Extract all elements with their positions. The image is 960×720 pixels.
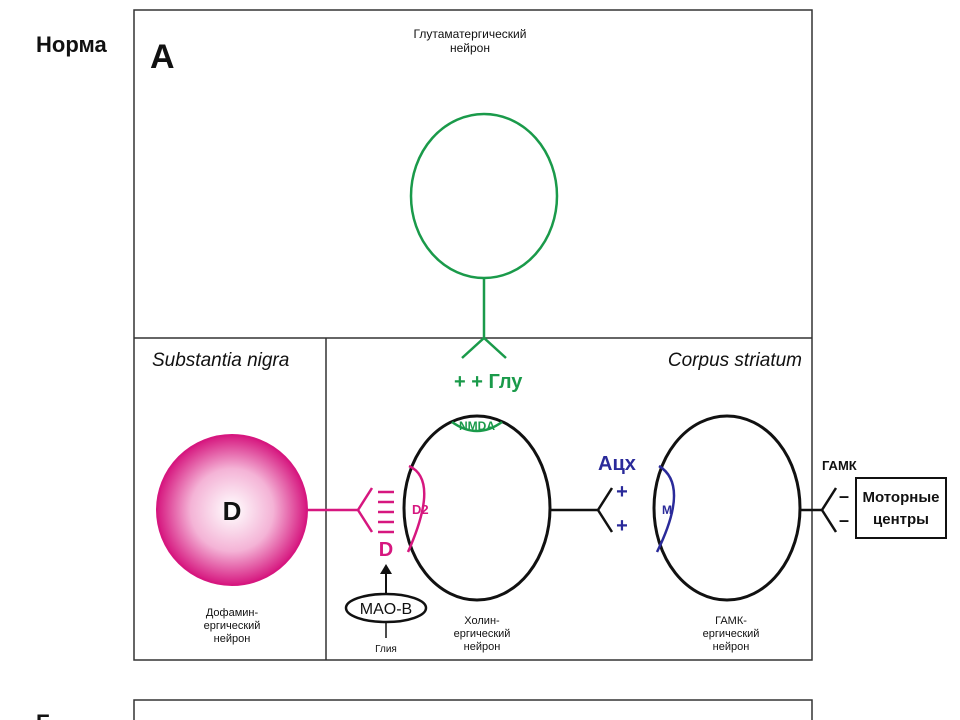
dopamine-neuron-label-2: ергический: [204, 620, 261, 632]
gaba-neuron-label-2: ергический: [703, 628, 760, 640]
ach-label: Ацх: [598, 453, 636, 475]
next-panel-frame: [133, 699, 813, 720]
cholinergic-neuron: [402, 414, 552, 602]
m-receptor-label: М: [662, 503, 672, 517]
dopamine-terminal: [356, 487, 374, 533]
gaba-neuron-label-1: ГАМК-: [715, 615, 747, 627]
gaba-terminal: [820, 487, 838, 533]
d2-receptor: [406, 464, 426, 553]
cholinergic-neuron-label-1: Холин-: [464, 615, 500, 627]
panel-frame: [133, 9, 813, 661]
motor-centers-label-2: центры: [873, 511, 929, 528]
gaba-minus-1: –: [839, 486, 849, 506]
glutamate-neuron: [409, 112, 559, 280]
glutamate-neuron-label-1: Глутаматергический: [414, 27, 527, 41]
glutamate-neuron-label-2: нейрон: [450, 41, 490, 55]
substantia-nigra-label: Substantia nigra: [152, 350, 289, 371]
motor-centers-label-1: Моторные: [863, 489, 940, 506]
panel-letter: А: [150, 38, 175, 76]
norm-label: Норма: [36, 32, 107, 57]
dopamine-neuron-label-1: Дофамин-: [206, 607, 259, 619]
glutamate-signal: + + Глу: [454, 371, 523, 393]
glia-label: Глия: [375, 644, 397, 655]
dopamine-release-label: D: [379, 539, 393, 561]
nmda-receptor: [451, 420, 503, 433]
next-panel-label: Б: [36, 710, 52, 720]
gaba-neuron: [652, 414, 802, 602]
m-receptor: [655, 464, 676, 553]
cholinergic-neuron-label-3: нейрон: [464, 641, 501, 653]
cholinergic-terminal: [596, 487, 614, 533]
nmda-receptor-label: NMDA: [459, 419, 495, 433]
dopamine-neuron-label-3: нейрон: [214, 633, 251, 645]
d2-receptor-label: D2: [412, 502, 429, 517]
ach-plus-1: +: [616, 481, 628, 503]
dopamine-vesicles: [378, 490, 394, 534]
gaba-neuron-label-3: нейрон: [713, 641, 750, 653]
gaba-label: ГАМК: [822, 458, 857, 473]
corpus-striatum-label: Corpus striatum: [668, 350, 802, 371]
dopamine-letter: D: [223, 496, 242, 526]
cholinergic-neuron-label-2: ергический: [454, 628, 511, 640]
glutamate-terminal: [461, 336, 507, 359]
mao-arrow-head: [380, 564, 392, 574]
gaba-minus-2: –: [839, 510, 849, 530]
ach-plus-2: +: [616, 515, 628, 537]
mao-b-label: MAO-B: [360, 601, 412, 618]
motor-centers-box: [855, 477, 947, 539]
